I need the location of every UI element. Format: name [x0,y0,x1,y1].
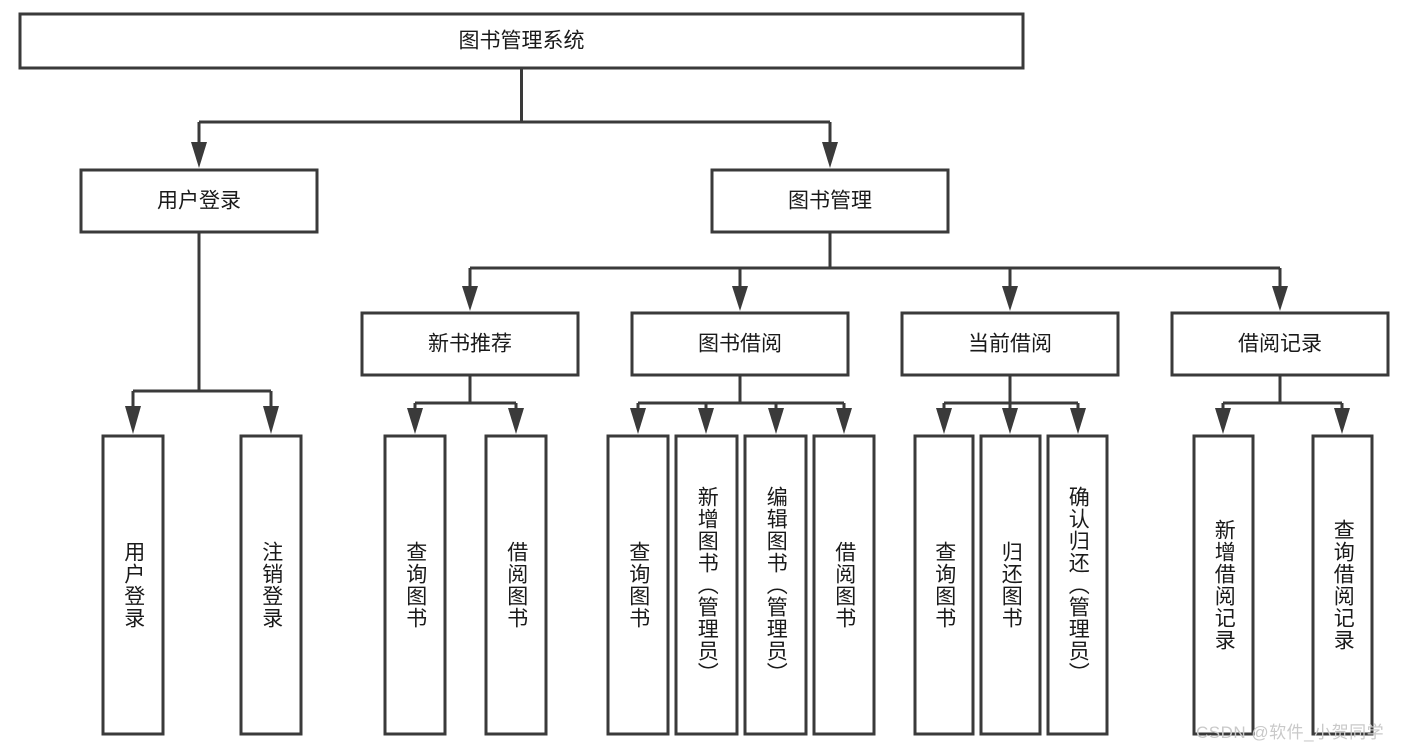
arrow-icon [1215,408,1231,434]
arrow-icon [822,142,838,168]
node-box-book-borrow[interactable] [630,311,850,377]
connector-group-current-borrow [936,375,1086,434]
node-label-book-management: 图书管理 [788,190,872,213]
arrow-icon [125,406,141,434]
node-label-root: 图书管理系统 [459,30,585,53]
node-book-management[interactable]: 图书管理 [710,168,950,234]
node-box-leaf-user-login[interactable] [101,434,165,736]
connector-group-root [191,68,838,168]
arrow-icon [263,406,279,434]
arrow-icon [1334,408,1350,434]
node-box-leaf-borrow-book-2[interactable] [812,434,876,736]
node-box-leaf-edit-book-admin[interactable] [743,434,808,736]
arrow-icon [407,408,423,434]
arrow-icon [1070,408,1086,434]
arrow-icon [1272,286,1288,311]
arrow-icon [630,408,646,434]
node-box-leaf-return-book[interactable] [979,434,1042,736]
node-current-borrow[interactable]: 当前借阅 [900,311,1120,377]
arrow-icon [936,408,952,434]
arrow-icon [768,408,784,434]
node-book-borrow[interactable]: 图书借阅 [630,311,850,377]
arrow-icon [1002,408,1018,434]
node-box-leaf-query-record[interactable] [1311,434,1374,736]
node-box-current-borrow[interactable] [900,311,1120,377]
node-box-leaf-add-record[interactable] [1192,434,1255,736]
arrow-icon [1002,286,1018,311]
connector-group-borrow-record [1215,375,1350,434]
arrow-icon [508,408,524,434]
node-label-user-login: 用户登录 [157,190,241,213]
node-root[interactable]: 图书管理系统 [18,12,1025,70]
node-box-leaf-logout[interactable] [239,434,303,736]
connector-group-book-mgmt [462,232,1288,311]
node-box-book-management[interactable] [710,168,950,234]
connector-group-new-book [407,375,524,434]
node-box-borrow-record[interactable] [1170,311,1390,377]
arrow-icon [191,142,207,168]
node-box-leaf-borrow-book-1[interactable] [484,434,548,736]
node-box-new-book-recommend[interactable] [360,311,580,377]
node-user-login[interactable]: 用户登录 [79,168,319,234]
leaf-box-group [101,434,1374,736]
node-label-new-book-recommend: 新书推荐 [428,333,512,356]
arrow-icon [698,408,714,434]
arrow-icon [462,286,478,311]
watermark-text: CSDN @软件_小贺同学 [1196,723,1385,742]
node-label-borrow-record: 借阅记录 [1238,333,1322,356]
node-box-leaf-query-book-1[interactable] [383,434,447,736]
node-box-leaf-query-book-3[interactable] [913,434,975,736]
node-label-current-borrow: 当前借阅 [968,333,1052,356]
node-new-book-recommend[interactable]: 新书推荐 [360,311,580,377]
node-label-book-borrow: 图书借阅 [698,333,782,356]
node-box-leaf-query-book-2[interactable] [606,434,670,736]
node-box-leaf-confirm-return[interactable] [1046,434,1109,736]
node-box-root[interactable] [18,12,1025,70]
arrow-icon [836,408,852,434]
node-box-leaf-add-book-admin[interactable] [674,434,739,736]
arrow-icon [732,286,748,311]
node-box-user-login[interactable] [79,168,319,234]
connector-group-user-login [125,232,279,434]
connector-group-book-borrow [630,375,852,434]
node-borrow-record[interactable]: 借阅记录 [1170,311,1390,377]
